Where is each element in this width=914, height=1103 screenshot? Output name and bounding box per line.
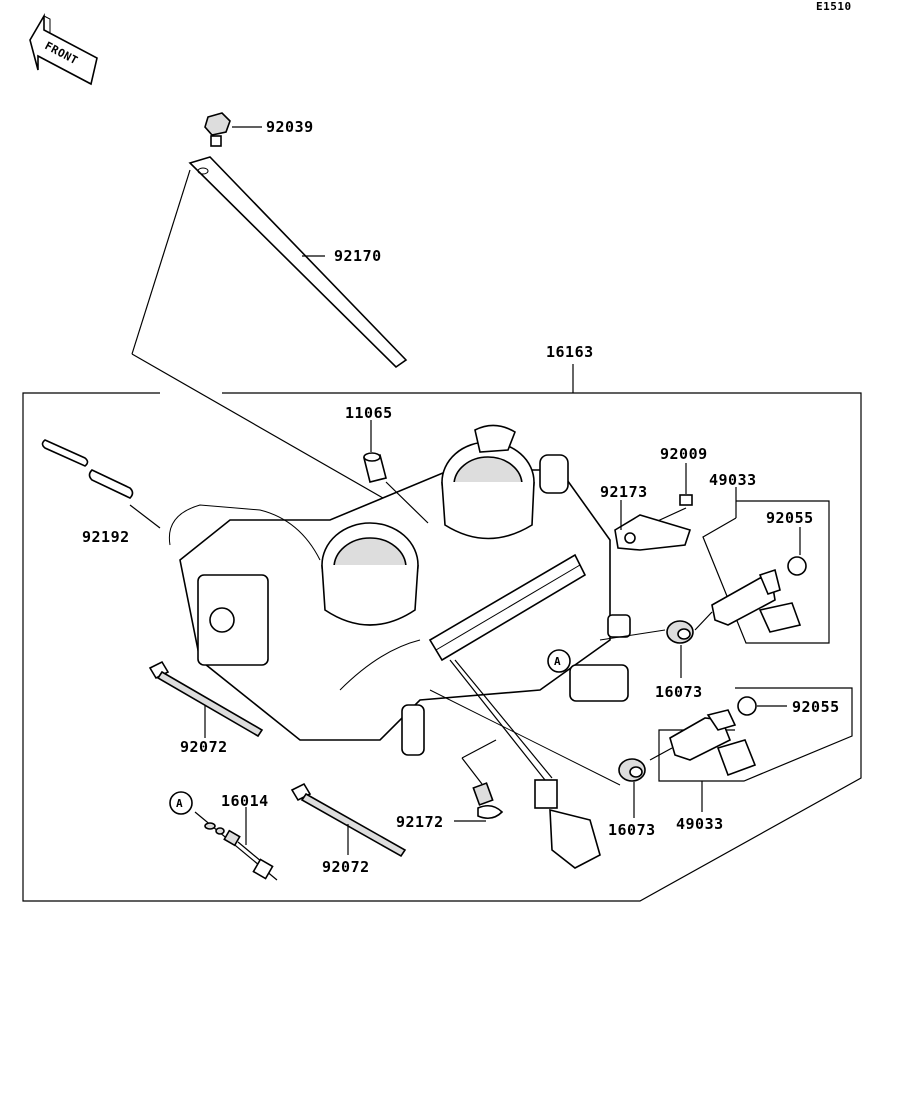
label-92173: 92173 <box>600 483 648 501</box>
screw-92172 <box>454 739 504 822</box>
collar-11065 <box>363 420 429 524</box>
label-92039: 92039 <box>266 118 314 136</box>
label-92172: 92172 <box>396 813 444 831</box>
assembly-frame <box>22 364 862 902</box>
label-16163: 16163 <box>546 343 594 361</box>
label-92055-mid: 92055 <box>792 698 840 716</box>
injector-group-bottom <box>649 687 853 812</box>
label-16073-top: 16073 <box>655 683 703 701</box>
grommet-16073-top <box>666 620 694 678</box>
label-49033-top: 49033 <box>709 471 757 489</box>
hose-92192 <box>41 439 161 529</box>
label-49033-bottom: 49033 <box>676 815 724 833</box>
label-16014: 16014 <box>221 792 269 810</box>
label-92072-left: 92072 <box>180 738 228 756</box>
injector-group-top <box>694 487 830 644</box>
label-92055-top: 92055 <box>766 509 814 527</box>
screw-kit-16014: A <box>169 791 278 881</box>
front-arrow-icon: FRONT <box>29 13 98 86</box>
callout-a-body: A <box>547 649 571 673</box>
callout-a-body-letter: A <box>554 655 561 668</box>
label-92192: 92192 <box>82 528 130 546</box>
bracket-92170 <box>131 156 431 526</box>
label-92072-bottom: 92072 <box>322 858 370 876</box>
label-16073-bottom: 16073 <box>608 821 656 839</box>
callout-a-left: A <box>176 797 183 810</box>
label-92170: 92170 <box>334 247 382 265</box>
label-11065: 11065 <box>345 404 393 422</box>
cable-tie-92072-left <box>148 660 264 738</box>
label-92009: 92009 <box>660 445 708 463</box>
throttle-body <box>168 424 666 869</box>
diagram-id: E1510 <box>816 0 852 13</box>
bolt-92039 <box>204 112 262 147</box>
clamp-92173 <box>614 500 692 551</box>
cable-tie-92072-bottom <box>290 782 407 858</box>
grommet-16073-bottom <box>618 758 646 818</box>
